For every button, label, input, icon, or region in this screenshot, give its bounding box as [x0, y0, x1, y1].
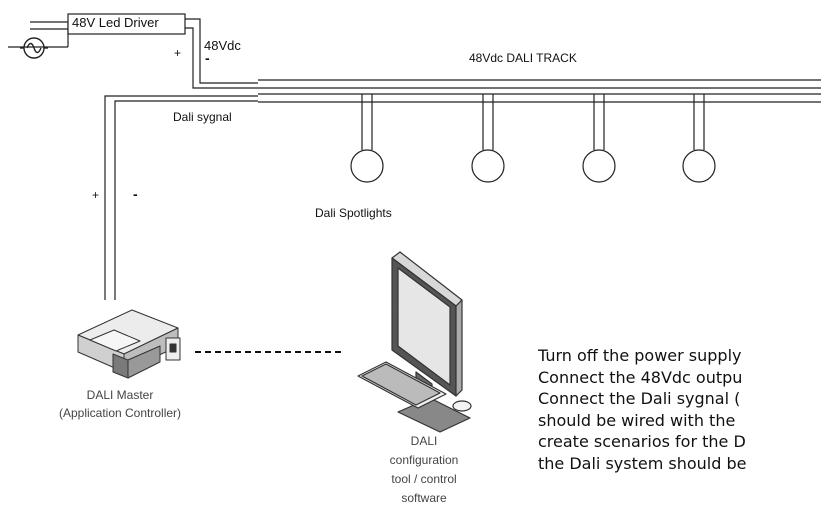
dali-track-label: 48Vdc DALI TRACK: [469, 51, 577, 65]
led-driver-label: 48V Led Driver: [72, 15, 159, 30]
dali-tool-caption-line2: configuration: [389, 453, 459, 467]
instruction-line-2: Connect the 48Vdc outpu: [538, 367, 743, 387]
spotlight-1: [350, 94, 384, 183]
led-driver-box: [67, 13, 186, 35]
ac-input-wires: [8, 21, 69, 48]
spotlight-4: [682, 94, 716, 183]
driver-plus-label: +: [174, 46, 182, 60]
master-plus-label: +: [92, 188, 100, 202]
spotlight-2: [471, 94, 505, 183]
driver-output-label: 48Vdc: [204, 38, 241, 53]
ac-source-icon: [20, 37, 48, 59]
dali-signal-label: Dali sygnal: [173, 110, 232, 124]
desktop-computer-icon: [357, 251, 472, 433]
dali-signal-wires: [104, 95, 258, 300]
dali-tool-caption: DALI configuration tool / control softwa…: [364, 432, 484, 508]
instruction-line-3: Connect the Dali sygnal (: [538, 389, 741, 408]
dali-track-rails: [258, 79, 821, 103]
dali-master-caption: DALI Master (Application Controller): [20, 386, 220, 422]
dali-master-caption-line2: (Application Controller): [58, 406, 182, 420]
instruction-line-6: the Dali system should be: [538, 453, 747, 473]
dali-spotlights-label: Dali Spotlights: [315, 206, 392, 220]
driver-minus-label: -: [205, 50, 210, 66]
driver-output-wires: [185, 18, 258, 89]
dali-tool-caption-line1: DALI: [410, 434, 438, 448]
dali-master-caption-line1: DALI Master: [86, 388, 154, 402]
wiring-instructions: Turn off the power supply Connect the 48…: [538, 345, 821, 474]
master-minus-label: -: [133, 186, 138, 202]
dali-tool-caption-line3: tool / control: [391, 472, 457, 486]
dali-master-controller-icon: [77, 309, 181, 379]
instruction-line-5: create scenarios for the D: [538, 432, 746, 451]
dali-tool-caption-line4: software: [401, 491, 447, 505]
instruction-line-1: Turn off the power supply: [538, 346, 742, 365]
spotlight-3: [582, 94, 616, 183]
instruction-line-4: should be wired with the: [538, 410, 736, 430]
